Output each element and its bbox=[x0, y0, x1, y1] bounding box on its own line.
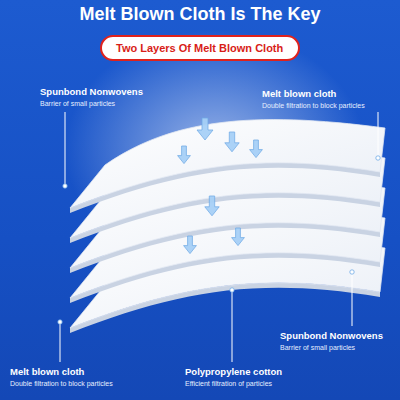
layer-name: Melt blown cloth bbox=[262, 88, 336, 99]
layer-description: Double filtration to block particles bbox=[262, 102, 365, 109]
leader-dot bbox=[58, 320, 62, 324]
leader-dot bbox=[350, 270, 354, 274]
airflow-arrow bbox=[178, 146, 191, 164]
leader-line bbox=[352, 272, 353, 326]
airflow-arrow bbox=[225, 132, 239, 152]
airflow-arrow bbox=[232, 228, 245, 246]
leader-dot bbox=[63, 184, 67, 188]
layer-description: Double filtration to block particles bbox=[10, 380, 113, 387]
leader-dot bbox=[230, 288, 234, 292]
pill-text: Two Layers Of Melt Blown Cloth bbox=[116, 42, 284, 54]
airflow-arrow bbox=[250, 140, 263, 158]
leader-line bbox=[232, 290, 233, 362]
fabric-sheet bbox=[70, 120, 385, 208]
airflow-arrow bbox=[205, 196, 219, 216]
layer-description: Efficient filtration of particles bbox=[185, 380, 272, 387]
leader-line bbox=[378, 112, 379, 158]
layer-description: Barrier of small particles bbox=[40, 100, 115, 107]
heading-pill: Two Layers Of Melt Blown Cloth bbox=[100, 35, 300, 61]
layer-name: Melt blown cloth bbox=[10, 366, 84, 377]
layer-name: Polypropylene cotton bbox=[185, 366, 282, 377]
airflow-arrow bbox=[197, 118, 213, 140]
leader-dot bbox=[376, 156, 380, 160]
airflow-arrow bbox=[184, 236, 197, 254]
layer-name: Spunbond Nonwovens bbox=[280, 330, 383, 341]
layer-description: Barrier of small particles bbox=[280, 344, 355, 351]
title: Melt Blown Cloth Is The Key bbox=[0, 4, 400, 25]
layer-name: Spunbond Nonwovens bbox=[40, 86, 143, 97]
leader-line bbox=[65, 112, 66, 186]
leader-line bbox=[60, 322, 61, 362]
